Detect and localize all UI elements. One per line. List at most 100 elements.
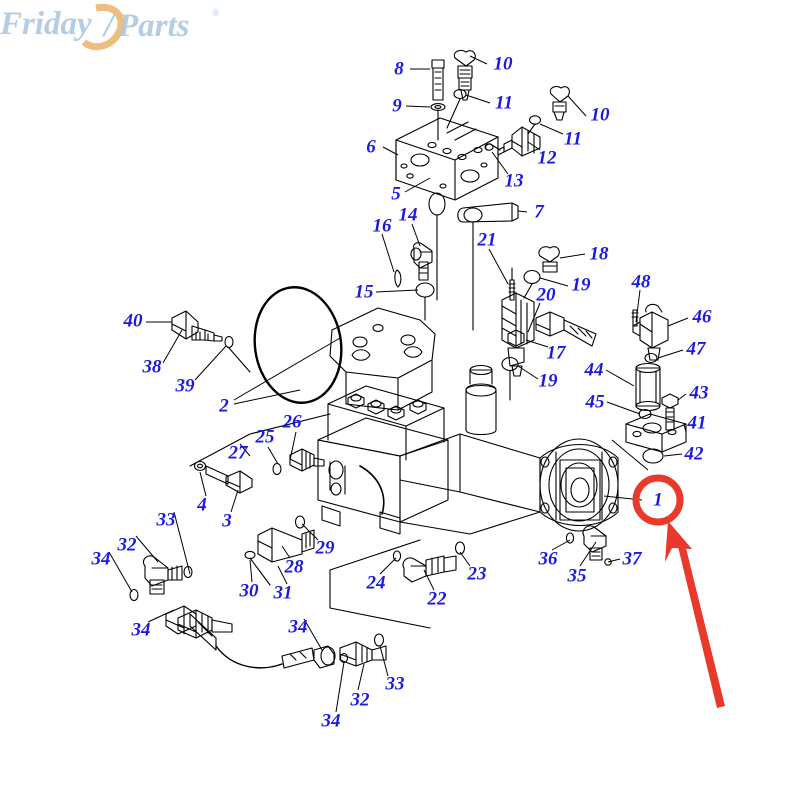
callout-label-43[interactable]: 43 xyxy=(689,382,709,404)
callout-label-33a[interactable]: 33 xyxy=(156,509,176,531)
fitting-38 xyxy=(171,310,223,342)
callout-label-19b[interactable]: 19 xyxy=(538,370,558,392)
pump-head-right xyxy=(539,438,619,532)
valve-20 xyxy=(501,292,535,377)
leader-lines xyxy=(108,55,689,713)
leader-31-line xyxy=(249,557,271,586)
callout-label-9[interactable]: 9 xyxy=(392,95,402,117)
pin-17 xyxy=(507,329,525,347)
callout-label-11b[interactable]: 11 xyxy=(564,128,582,150)
fitting-30 xyxy=(177,609,233,639)
oring-15 xyxy=(415,282,435,321)
callout-label-30[interactable]: 30 xyxy=(239,580,259,602)
callout-label-15[interactable]: 15 xyxy=(354,281,374,303)
callout-label-28[interactable]: 28 xyxy=(284,556,304,578)
callout-label-21[interactable]: 21 xyxy=(477,229,497,251)
red-pointer-arrow xyxy=(665,521,725,708)
callout-label-10b[interactable]: 10 xyxy=(590,104,610,126)
callout-label-45[interactable]: 45 xyxy=(585,391,605,413)
oring-29 xyxy=(294,515,306,529)
callout-label-34d[interactable]: 34 xyxy=(321,710,341,732)
callout-label-24[interactable]: 24 xyxy=(366,572,386,594)
oring-39 xyxy=(224,335,234,349)
callout-label-11a[interactable]: 11 xyxy=(495,92,513,114)
callout-label-5[interactable]: 5 xyxy=(391,183,401,205)
callout-label-38[interactable]: 38 xyxy=(142,356,162,378)
oring-34-left xyxy=(129,588,139,602)
callout-label-39[interactable]: 39 xyxy=(175,375,195,397)
callout-label-13[interactable]: 13 xyxy=(504,170,524,192)
callout-label-23[interactable]: 23 xyxy=(467,563,487,585)
callout-label-32a[interactable]: 32 xyxy=(117,534,137,556)
callout-label-42[interactable]: 42 xyxy=(684,443,704,465)
callout-label-33b[interactable]: 33 xyxy=(385,673,405,695)
callout-label-36[interactable]: 36 xyxy=(538,548,558,570)
bracket-27-line xyxy=(189,413,331,467)
knob-upper-left xyxy=(428,192,446,301)
callout-label-32b[interactable]: 32 xyxy=(350,689,370,711)
callout-label-46[interactable]: 46 xyxy=(692,306,712,328)
valve-46 xyxy=(632,303,669,361)
callout-label-26[interactable]: 26 xyxy=(282,411,302,433)
leader-11-r xyxy=(527,123,536,135)
bolt-8 xyxy=(431,59,445,101)
callout-highlight-circle xyxy=(632,474,684,526)
top-valve-block xyxy=(395,117,499,201)
oring-47 xyxy=(644,352,658,364)
bar-7 xyxy=(457,202,519,223)
callout-label-4[interactable]: 4 xyxy=(197,494,207,516)
leader-11-top-part xyxy=(446,98,461,129)
callout-label-27[interactable]: 27 xyxy=(228,442,248,464)
oring-24 xyxy=(392,550,402,562)
callout-label-34a[interactable]: 34 xyxy=(91,548,111,570)
callout-label-22[interactable]: 22 xyxy=(427,588,447,610)
oring-11-right xyxy=(528,115,542,125)
callout-label-7[interactable]: 7 xyxy=(534,201,544,223)
callout-label-16[interactable]: 16 xyxy=(372,215,392,237)
callout-label-19a[interactable]: 19 xyxy=(571,274,591,296)
hose-assembly-34 xyxy=(165,605,336,669)
washer-16 xyxy=(394,269,402,288)
callout-label-37[interactable]: 37 xyxy=(622,548,642,570)
callout-label-10a[interactable]: 10 xyxy=(493,53,513,75)
callout-label-12[interactable]: 12 xyxy=(537,147,557,169)
callout-label-41[interactable]: 41 xyxy=(687,412,707,434)
oring-37 xyxy=(604,558,612,566)
callout-label-6[interactable]: 6 xyxy=(366,136,376,158)
callout-label-35[interactable]: 35 xyxy=(567,565,587,587)
oring-36 xyxy=(565,532,575,544)
callout-label-17[interactable]: 17 xyxy=(546,342,566,364)
callout-label-48[interactable]: 48 xyxy=(631,271,651,293)
callout-label-18[interactable]: 18 xyxy=(589,243,609,265)
elbow-22 xyxy=(402,555,457,583)
callout-label-25[interactable]: 25 xyxy=(255,426,275,448)
oring-25 xyxy=(272,462,282,476)
callout-label-8[interactable]: 8 xyxy=(394,58,404,80)
o-ring-2 xyxy=(253,286,343,404)
bracket-23-line xyxy=(329,569,431,629)
oring-23 xyxy=(454,541,466,555)
callout-label-40[interactable]: 40 xyxy=(123,310,143,332)
plug-26 xyxy=(289,448,325,472)
knob-7-stem xyxy=(463,207,483,331)
callout-label-31[interactable]: 31 xyxy=(273,582,293,604)
callout-label-47[interactable]: 47 xyxy=(686,338,706,360)
fitting-10-top xyxy=(453,49,476,101)
bracket-23-line-b xyxy=(329,539,421,571)
callout-label-20[interactable]: 20 xyxy=(536,284,556,306)
callout-label-44[interactable]: 44 xyxy=(584,359,604,381)
callout-label-34b[interactable]: 34 xyxy=(131,619,151,641)
washer-4 xyxy=(193,460,207,472)
bolt-43 xyxy=(661,393,679,431)
callout-label-34c[interactable]: 34 xyxy=(288,616,308,638)
callout-label-14[interactable]: 14 xyxy=(398,204,418,226)
callout-label-29[interactable]: 29 xyxy=(315,537,335,559)
callout-label-1[interactable]: 1 xyxy=(653,489,663,511)
callout-label-2[interactable]: 2 xyxy=(219,395,229,417)
oring-19-top xyxy=(523,269,541,299)
oring-33-bottom xyxy=(373,633,385,647)
callout-label-3[interactable]: 3 xyxy=(222,510,232,532)
filter-44 xyxy=(635,362,661,412)
